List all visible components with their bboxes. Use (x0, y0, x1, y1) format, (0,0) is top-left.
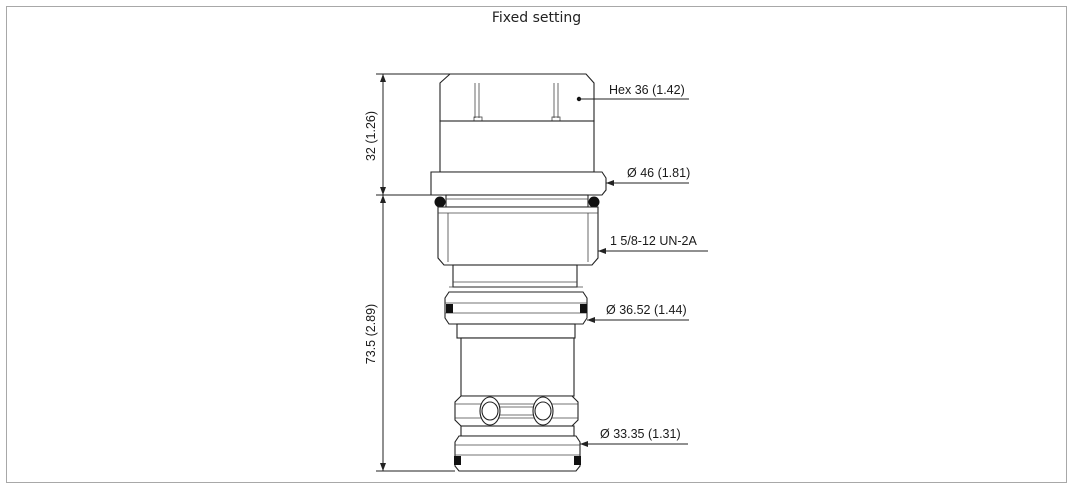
callouts: Hex 36 (1.42) Ø 46 (1.81) 1 5/8-12 UN-2A… (576, 83, 708, 447)
callout-hex: Hex 36 (1.42) (609, 83, 685, 97)
o-ring-top-left (434, 196, 446, 208)
callout-bottom-diameter: Ø 33.35 (1.31) (600, 427, 681, 441)
bottom-land (454, 435, 581, 472)
dim-height-lower: 73.5 (2.89) (364, 304, 378, 364)
height-dimensions: 32 (1.26) 73.5 (2.89) (364, 73, 455, 472)
flange (430, 171, 607, 196)
dim-height-upper: 32 (1.26) (364, 111, 378, 161)
o-ring-top-right (588, 196, 600, 208)
port-section (454, 395, 579, 427)
callout-thread: 1 5/8-12 UN-2A (610, 234, 698, 248)
lower-body (460, 337, 575, 397)
seal-middle-left (446, 304, 453, 313)
thread-section (437, 206, 599, 266)
drawing-title: Fixed setting (491, 10, 582, 26)
callout-mid-diameter: Ø 36.52 (1.44) (606, 303, 687, 317)
callout-flange-diameter: Ø 46 (1.81) (627, 166, 690, 180)
hex-head (439, 73, 595, 122)
valve-body (430, 73, 607, 472)
seal-bottom-right (574, 456, 581, 465)
seal-bottom-left (454, 456, 461, 465)
middle-seal-land (444, 291, 588, 325)
neck (439, 120, 595, 173)
seal-middle-right (580, 304, 587, 313)
